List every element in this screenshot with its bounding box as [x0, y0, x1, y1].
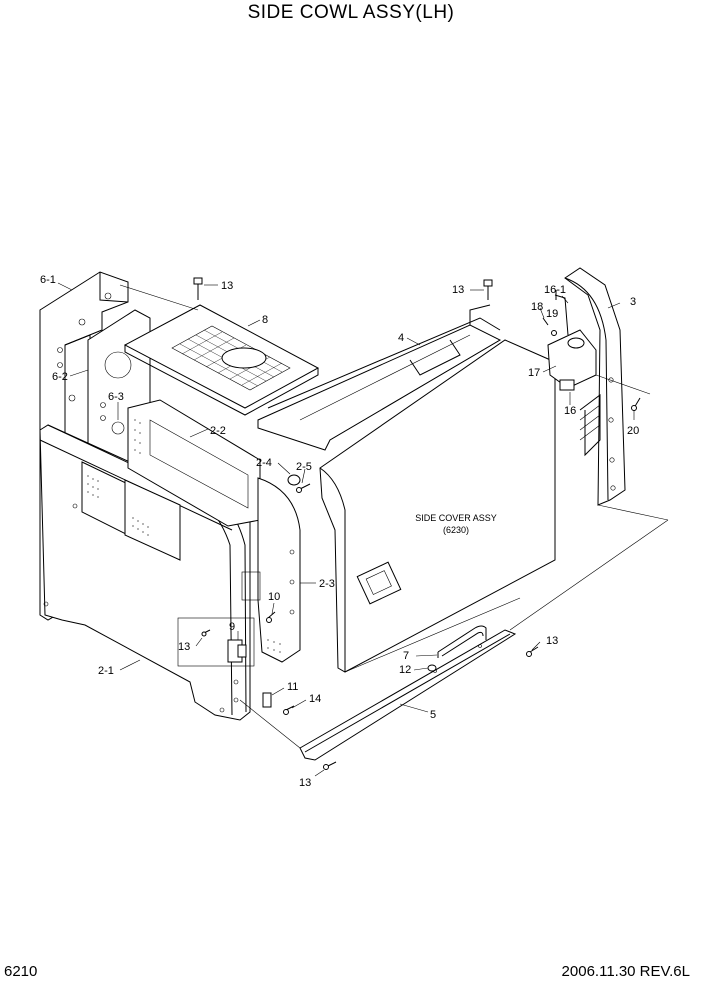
right-bracket-3 — [564, 267, 626, 506]
label-8: 8 — [262, 314, 268, 326]
part-labels: 6-1 6-2 6-3 13 8 13 4 16-1 18 19 3 17 16… — [40, 274, 639, 789]
label-9: 9 — [229, 621, 235, 633]
label-4: 4 — [398, 332, 404, 344]
label-13-rail: 13 — [452, 284, 464, 296]
label-2-3: 2-3 — [319, 578, 335, 590]
label-13-latch: 13 — [178, 641, 190, 653]
label-13-right: 13 — [546, 635, 558, 647]
side-cover-assy: SIDE COVER ASSY (6230) — [319, 339, 556, 673]
latch-box — [177, 611, 276, 667]
label-2-1: 2-1 — [98, 665, 114, 677]
label-16: 16 — [564, 405, 576, 417]
label-13-bottom: 13 — [299, 777, 311, 789]
label-5: 5 — [430, 709, 436, 721]
label-17: 17 — [528, 367, 540, 379]
revision-date: 2006.11.30 REV.6L — [561, 963, 690, 980]
label-19: 19 — [546, 308, 558, 320]
label-11: 11 — [287, 681, 298, 693]
label-2-5: 2-5 — [296, 461, 312, 473]
label-7: 7 — [403, 650, 409, 662]
assembly-lines — [119, 284, 669, 749]
bolts — [193, 277, 641, 770]
label-10: 10 — [268, 591, 280, 603]
page-title: SIDE COWL ASSY(LH) — [247, 2, 455, 23]
label-2-4: 2-4 — [256, 457, 272, 469]
label-18: 18 — [531, 301, 543, 313]
label-14: 14 — [309, 693, 321, 705]
page-number: 6210 — [4, 963, 38, 980]
label-3: 3 — [630, 296, 636, 308]
handle-7 — [427, 625, 487, 672]
label-13-top: 13 — [221, 280, 233, 292]
label-16-1: 16-1 — [544, 284, 566, 296]
rail-4 — [257, 304, 502, 451]
side-cover-label: SIDE COVER ASSY — [415, 513, 497, 523]
label-6-3: 6-3 — [108, 391, 124, 403]
side-cover-ref: (6230) — [443, 525, 469, 535]
label-6-2: 6-2 — [52, 371, 68, 383]
label-6-1: 6-1 — [40, 274, 56, 286]
bar-5 — [299, 629, 517, 761]
label-2-2: 2-2 — [210, 425, 226, 437]
label-12: 12 — [399, 664, 411, 676]
leader-lines — [57, 282, 635, 777]
latch-11 — [262, 692, 295, 715]
stopper-2-4 — [287, 474, 311, 493]
side-plate-2-3 — [241, 477, 301, 663]
inner-vent-box — [81, 461, 181, 561]
top-plate-8 — [123, 304, 320, 416]
label-20: 20 — [627, 425, 639, 437]
